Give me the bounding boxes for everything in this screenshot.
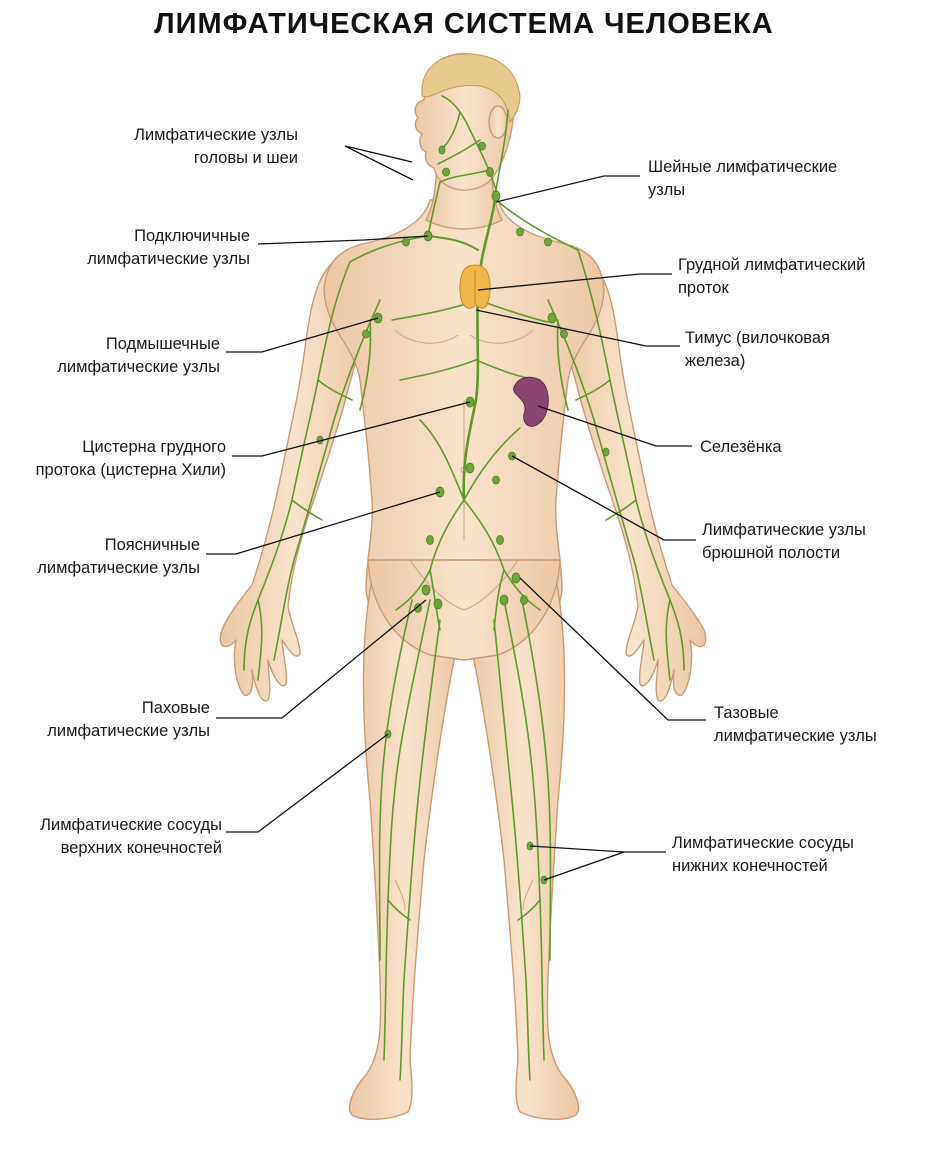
label-line: Подключичные (134, 227, 250, 245)
leader-head-neck (344, 145, 414, 181)
leader-axillary (226, 317, 379, 353)
label-line: Селезёнка (700, 438, 782, 456)
lumbar-node (426, 535, 434, 545)
label-head-neck-nodes: Лимфатические узлы головы и шеи (70, 124, 298, 170)
right-leg (465, 579, 580, 1120)
label-abdominal-nodes: Лимфатические узлы брюшной полости (702, 519, 912, 565)
leader-lines (206, 145, 706, 881)
label-line: лимфатические узлы (87, 250, 250, 268)
label-axillary-nodes: Подмышечные лимфатические узлы (20, 333, 220, 379)
label-line: проток (678, 279, 729, 297)
pelvic-node (511, 572, 521, 584)
subclavian-node (544, 237, 552, 247)
label-line: Лимфатические сосуды (672, 834, 854, 852)
leader-thymus (475, 309, 680, 347)
inguinal-node (421, 584, 431, 596)
label-upper-limb-vessels: Лимфатические сосуды верхних конечностей (10, 814, 222, 860)
lymphatic-vessels (243, 95, 685, 1081)
left-leg (348, 579, 463, 1120)
thoracic-duct (462, 188, 498, 502)
leader-cervical (495, 175, 640, 203)
subclavian-node (516, 227, 524, 237)
label-inguinal-nodes: Паховые лимфатические узлы (10, 697, 210, 743)
pelvic-node (520, 595, 528, 605)
head-node (442, 167, 450, 177)
spleen (513, 376, 549, 427)
label-line: лимфатические узлы (47, 722, 210, 740)
label-line: лимфатические узлы (57, 358, 220, 376)
subclavian-node (402, 237, 410, 247)
lymph-nodes (316, 141, 610, 885)
label-line: верхних конечностей (60, 839, 222, 857)
cervical-node (478, 141, 486, 151)
label-line: лимфатические узлы (37, 559, 200, 577)
leader-pelvic (519, 577, 706, 721)
ear (488, 105, 508, 139)
leader-lower-vessels (529, 845, 666, 881)
label-subclavian-nodes: Подключичные лимфатические узлы (30, 225, 250, 271)
arm-node (602, 447, 610, 457)
label-line: узлы (648, 181, 686, 199)
label-spleen: Селезёнка (700, 436, 900, 459)
thymus (459, 264, 491, 309)
label-line: Тимус (вилочковая (685, 329, 830, 347)
hair (421, 53, 521, 124)
left-arm (219, 249, 369, 702)
label-thymus: Тимус (вилочковая железа) (685, 327, 915, 373)
right-arm (557, 249, 707, 702)
label-line: Паховые (141, 699, 210, 717)
label-line: Подмышечные (105, 335, 220, 353)
label-lumbar-nodes: Поясничные лимфатические узлы (10, 534, 200, 580)
axillary-node (560, 329, 568, 339)
lumbar-node (496, 535, 504, 545)
human-body (219, 53, 707, 1120)
label-line: Шейные лимфатические (648, 158, 838, 176)
label-line: брюшной полости (702, 544, 841, 562)
label-line: нижних конечностей (672, 857, 828, 875)
pelvic-node (499, 594, 509, 606)
label-line: Лимфатические сосуды (40, 816, 222, 834)
leader-spleen (537, 405, 692, 447)
cervical-node (486, 167, 494, 177)
page-title: ЛИМФАТИЧЕСКАЯ СИСТЕМА ЧЕЛОВЕКА (154, 8, 774, 40)
leader-cisterna (232, 401, 471, 457)
label-line: Цистерна грудного (82, 438, 226, 456)
leader-lumbar (206, 491, 441, 555)
label-thoracic-duct: Грудной лимфатический проток (678, 254, 918, 300)
label-pelvic-nodes: Тазовые лимфатические узлы (714, 702, 914, 748)
axillary-node (547, 312, 557, 324)
label-line: протока (цистерна Хили) (35, 461, 226, 479)
label-line: Поясничные (104, 536, 200, 554)
head-node (438, 145, 446, 155)
leader-upper-vessels (226, 733, 389, 833)
label-line: Лимфатические узлы (134, 126, 298, 144)
abdominal-node (465, 462, 475, 474)
label-cervical-nodes: Шейные лимфатические узлы (648, 156, 908, 202)
label-line: Лимфатические узлы (702, 521, 866, 539)
inguinal-node (433, 598, 443, 610)
label-line: головы и шеи (193, 149, 298, 167)
label-lower-limb-vessels: Лимфатические сосуды нижних конечностей (672, 832, 912, 878)
axillary-node (362, 329, 370, 339)
leader-inguinal (216, 599, 427, 719)
label-line: Тазовые (714, 704, 779, 722)
label-line: лимфатические узлы (714, 727, 877, 745)
leader-subclavian (257, 235, 429, 245)
label-line: железа) (685, 352, 746, 370)
label-cisterna: Цистерна грудного протока (цистерна Хили… (10, 436, 226, 482)
leader-abdominal (511, 455, 696, 541)
abdominal-node (492, 475, 500, 485)
leader-thoracic-duct (477, 273, 672, 291)
label-line: Грудной лимфатический (678, 256, 866, 274)
cervical-node (491, 190, 501, 202)
